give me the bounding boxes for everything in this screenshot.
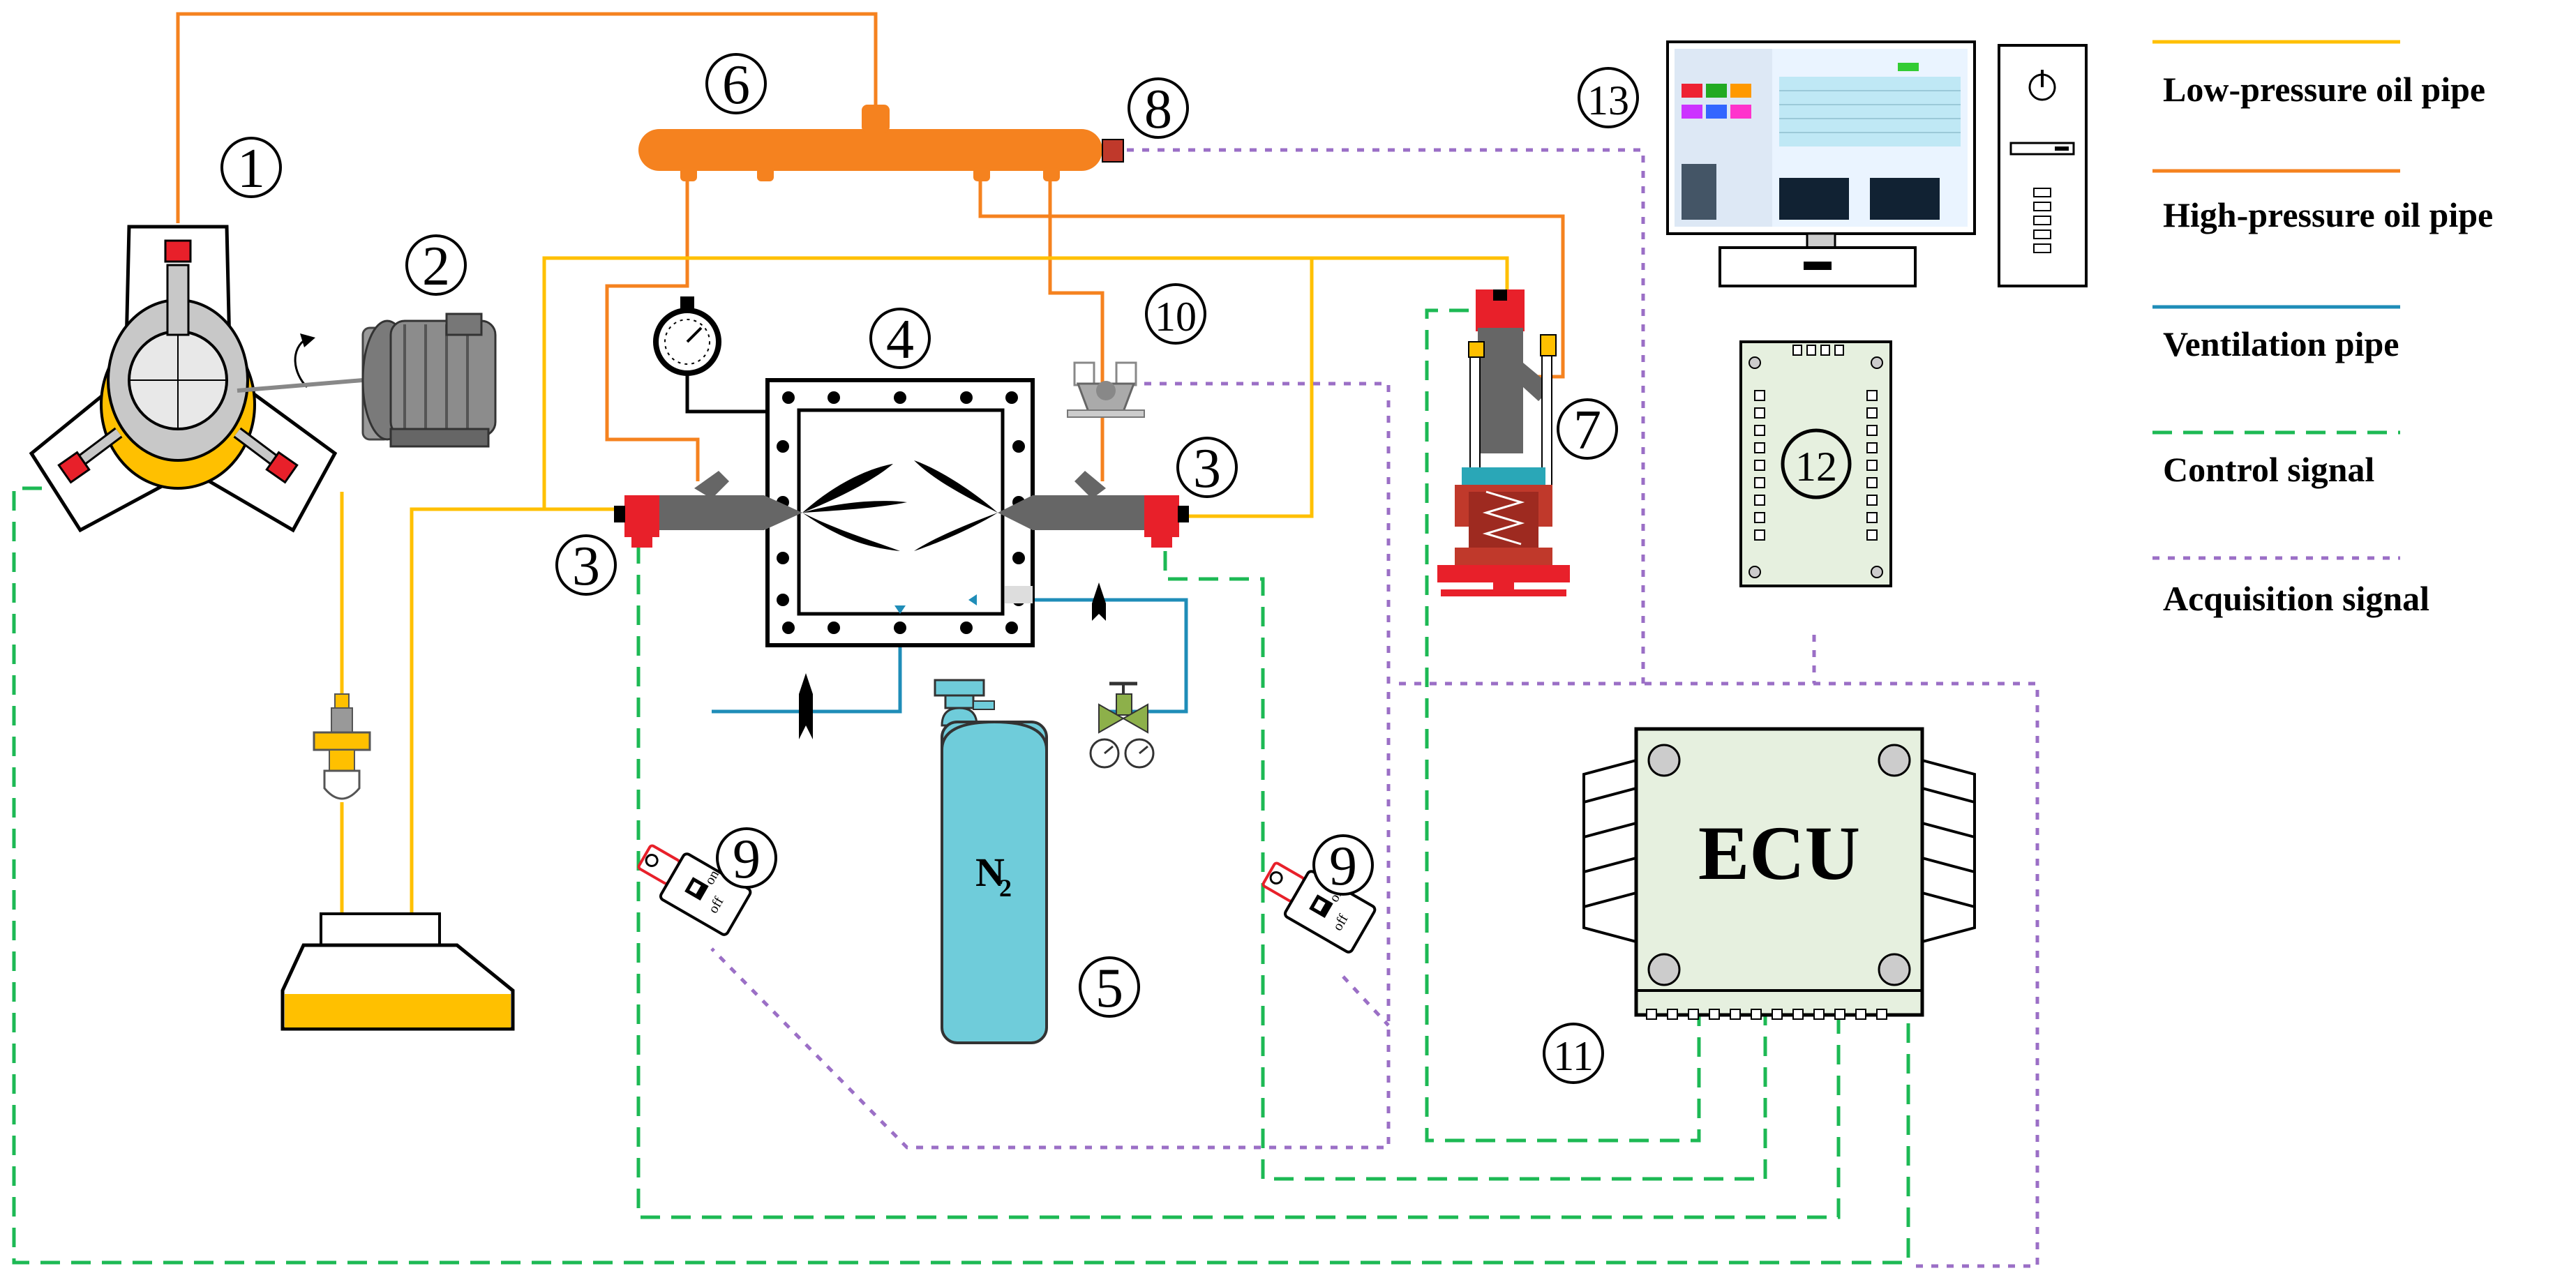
label-5: 5 (1095, 958, 1123, 1019)
rail-pressure-sensor (1102, 139, 1124, 163)
label-2: 2 (422, 236, 450, 297)
label-11: 11 (1553, 1033, 1594, 1079)
label-12: 12 (1795, 444, 1837, 490)
cylinder-label: N (975, 850, 1005, 895)
label-6: 6 (722, 54, 750, 116)
cylinder-label-subscript: 2 (999, 874, 1012, 902)
label-3-left: 3 (572, 536, 600, 597)
label-4: 4 (886, 309, 914, 370)
constant-volume-chamber (765, 378, 1035, 647)
nitrogen-cylinder: N 2 (934, 679, 1048, 1044)
legend: Low-pressure oil pipe High-pressure oil … (2152, 40, 2493, 618)
control-signal-lines (12, 308, 1910, 1265)
legend-label-low-pressure: Low-pressure oil pipe (2163, 70, 2485, 109)
injector-left (614, 471, 802, 548)
clamp-sensor (1067, 361, 1145, 418)
fuel-filter (313, 693, 371, 800)
injector-test-fixture (1437, 289, 1570, 596)
pressure-gauge (653, 296, 767, 414)
vent-valve-left (799, 673, 813, 739)
vent-valve-right (1092, 582, 1106, 621)
low-pressure-oil-lines (340, 256, 1509, 991)
data-acquisition-card (1739, 340, 1892, 587)
electric-motor (237, 313, 497, 448)
switch-left: on off (637, 844, 752, 936)
component-number-labels (220, 53, 1639, 1084)
computer-tower (1998, 44, 2088, 287)
common-rail (638, 105, 1102, 181)
label-13: 13 (1587, 77, 1629, 123)
label-1: 1 (237, 138, 265, 199)
label-9-right: 9 (1329, 836, 1357, 897)
legend-label-ventilation: Ventilation pipe (2163, 324, 2399, 363)
label-8: 8 (1144, 79, 1172, 140)
label-9-left: 9 (733, 829, 761, 890)
ecu-label: ECU (1698, 811, 1860, 896)
injector-right (998, 471, 1189, 548)
legend-label-high-pressure: High-pressure oil pipe (2163, 195, 2493, 234)
pressure-regulator (1089, 682, 1155, 769)
computer-monitor (1666, 40, 1976, 287)
label-3-right: 3 (1193, 438, 1221, 499)
label-10: 10 (1155, 294, 1197, 340)
label-7: 7 (1573, 400, 1601, 461)
legend-label-control: Control signal (2163, 450, 2374, 489)
legend-label-acquisition: Acquisition signal (2163, 579, 2429, 618)
vent-arrows (894, 594, 977, 614)
ecu-unit: ECU (1582, 727, 1976, 1020)
fuel-tank (280, 912, 515, 1031)
high-pressure-pump (29, 225, 338, 533)
